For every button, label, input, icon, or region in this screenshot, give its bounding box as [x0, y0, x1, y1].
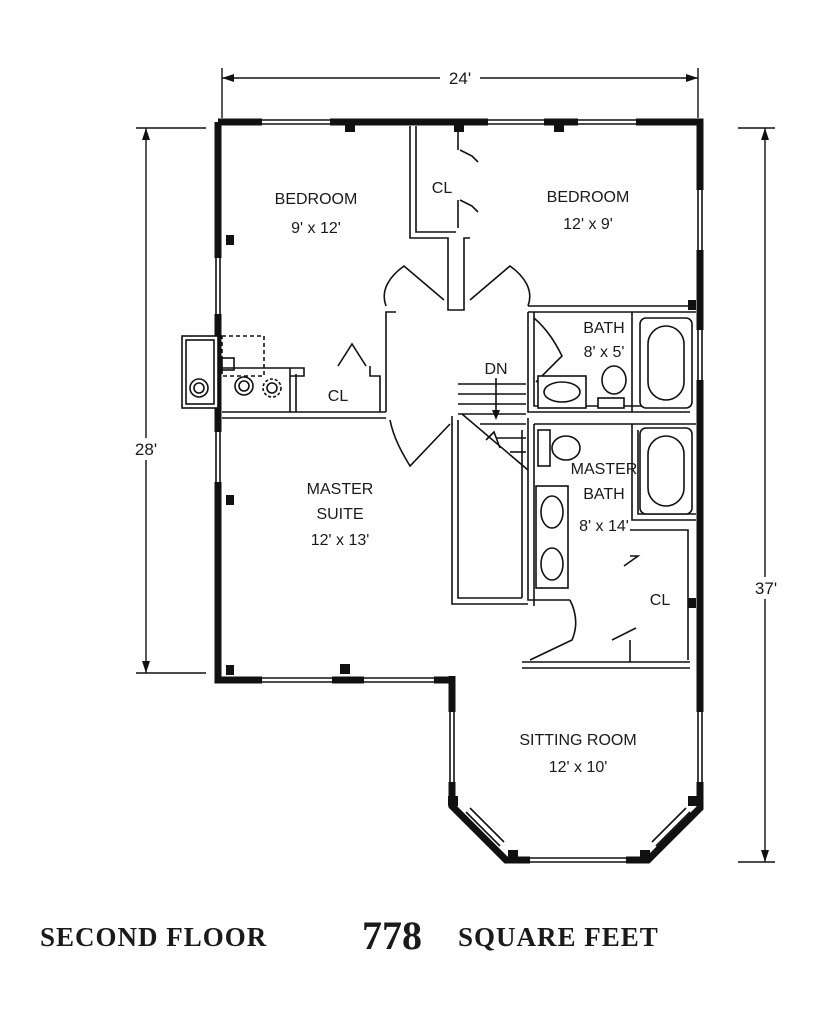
fireplace — [181, 335, 305, 409]
sitting-room-name: SITTING ROOM — [519, 732, 636, 749]
dimension-left: 28' — [128, 127, 206, 674]
bath-fixtures — [535, 317, 693, 589]
master-bath-size: 8' x 14' — [579, 518, 629, 535]
dimension-right: 37' — [738, 127, 784, 863]
bath-size: 8' x 5' — [584, 344, 625, 361]
bedroom-right-size: 12' x 9' — [563, 216, 613, 233]
bedroom-left-name: BEDROOM — [275, 191, 358, 208]
master-bath-line2: BATH — [583, 486, 624, 503]
stairs-label: DN — [484, 361, 507, 378]
bath-name: BATH — [583, 320, 624, 337]
caption-unit: SQUARE FEET — [458, 922, 659, 952]
top-width-label: 24' — [449, 69, 471, 88]
master-suite-size: 12' x 13' — [311, 532, 370, 549]
doors — [337, 149, 641, 661]
left-depth-label: 28' — [135, 440, 157, 459]
sitting-room-size: 12' x 10' — [549, 759, 608, 776]
stairs — [458, 378, 529, 471]
right-depth-label: 37' — [755, 579, 777, 598]
bedroom-left-size: 9' x 12' — [291, 220, 341, 237]
caption-area: 778 — [362, 913, 422, 958]
bedroom-right-name: BEDROOM — [547, 189, 630, 206]
caption-label: SECOND FLOOR — [40, 922, 268, 952]
windows — [214, 118, 704, 864]
dimension-top: 24' — [221, 66, 699, 118]
master-suite-line2: SUITE — [316, 506, 363, 523]
floor-plan: 24' 28' 37' — [128, 66, 784, 864]
master-suite-line1: MASTER — [307, 481, 374, 498]
master-bath-line1: MASTER — [571, 461, 638, 478]
closet-top-label: CL — [432, 180, 453, 197]
closet-right-label: CL — [650, 592, 671, 609]
closet-left-label: CL — [328, 388, 349, 405]
